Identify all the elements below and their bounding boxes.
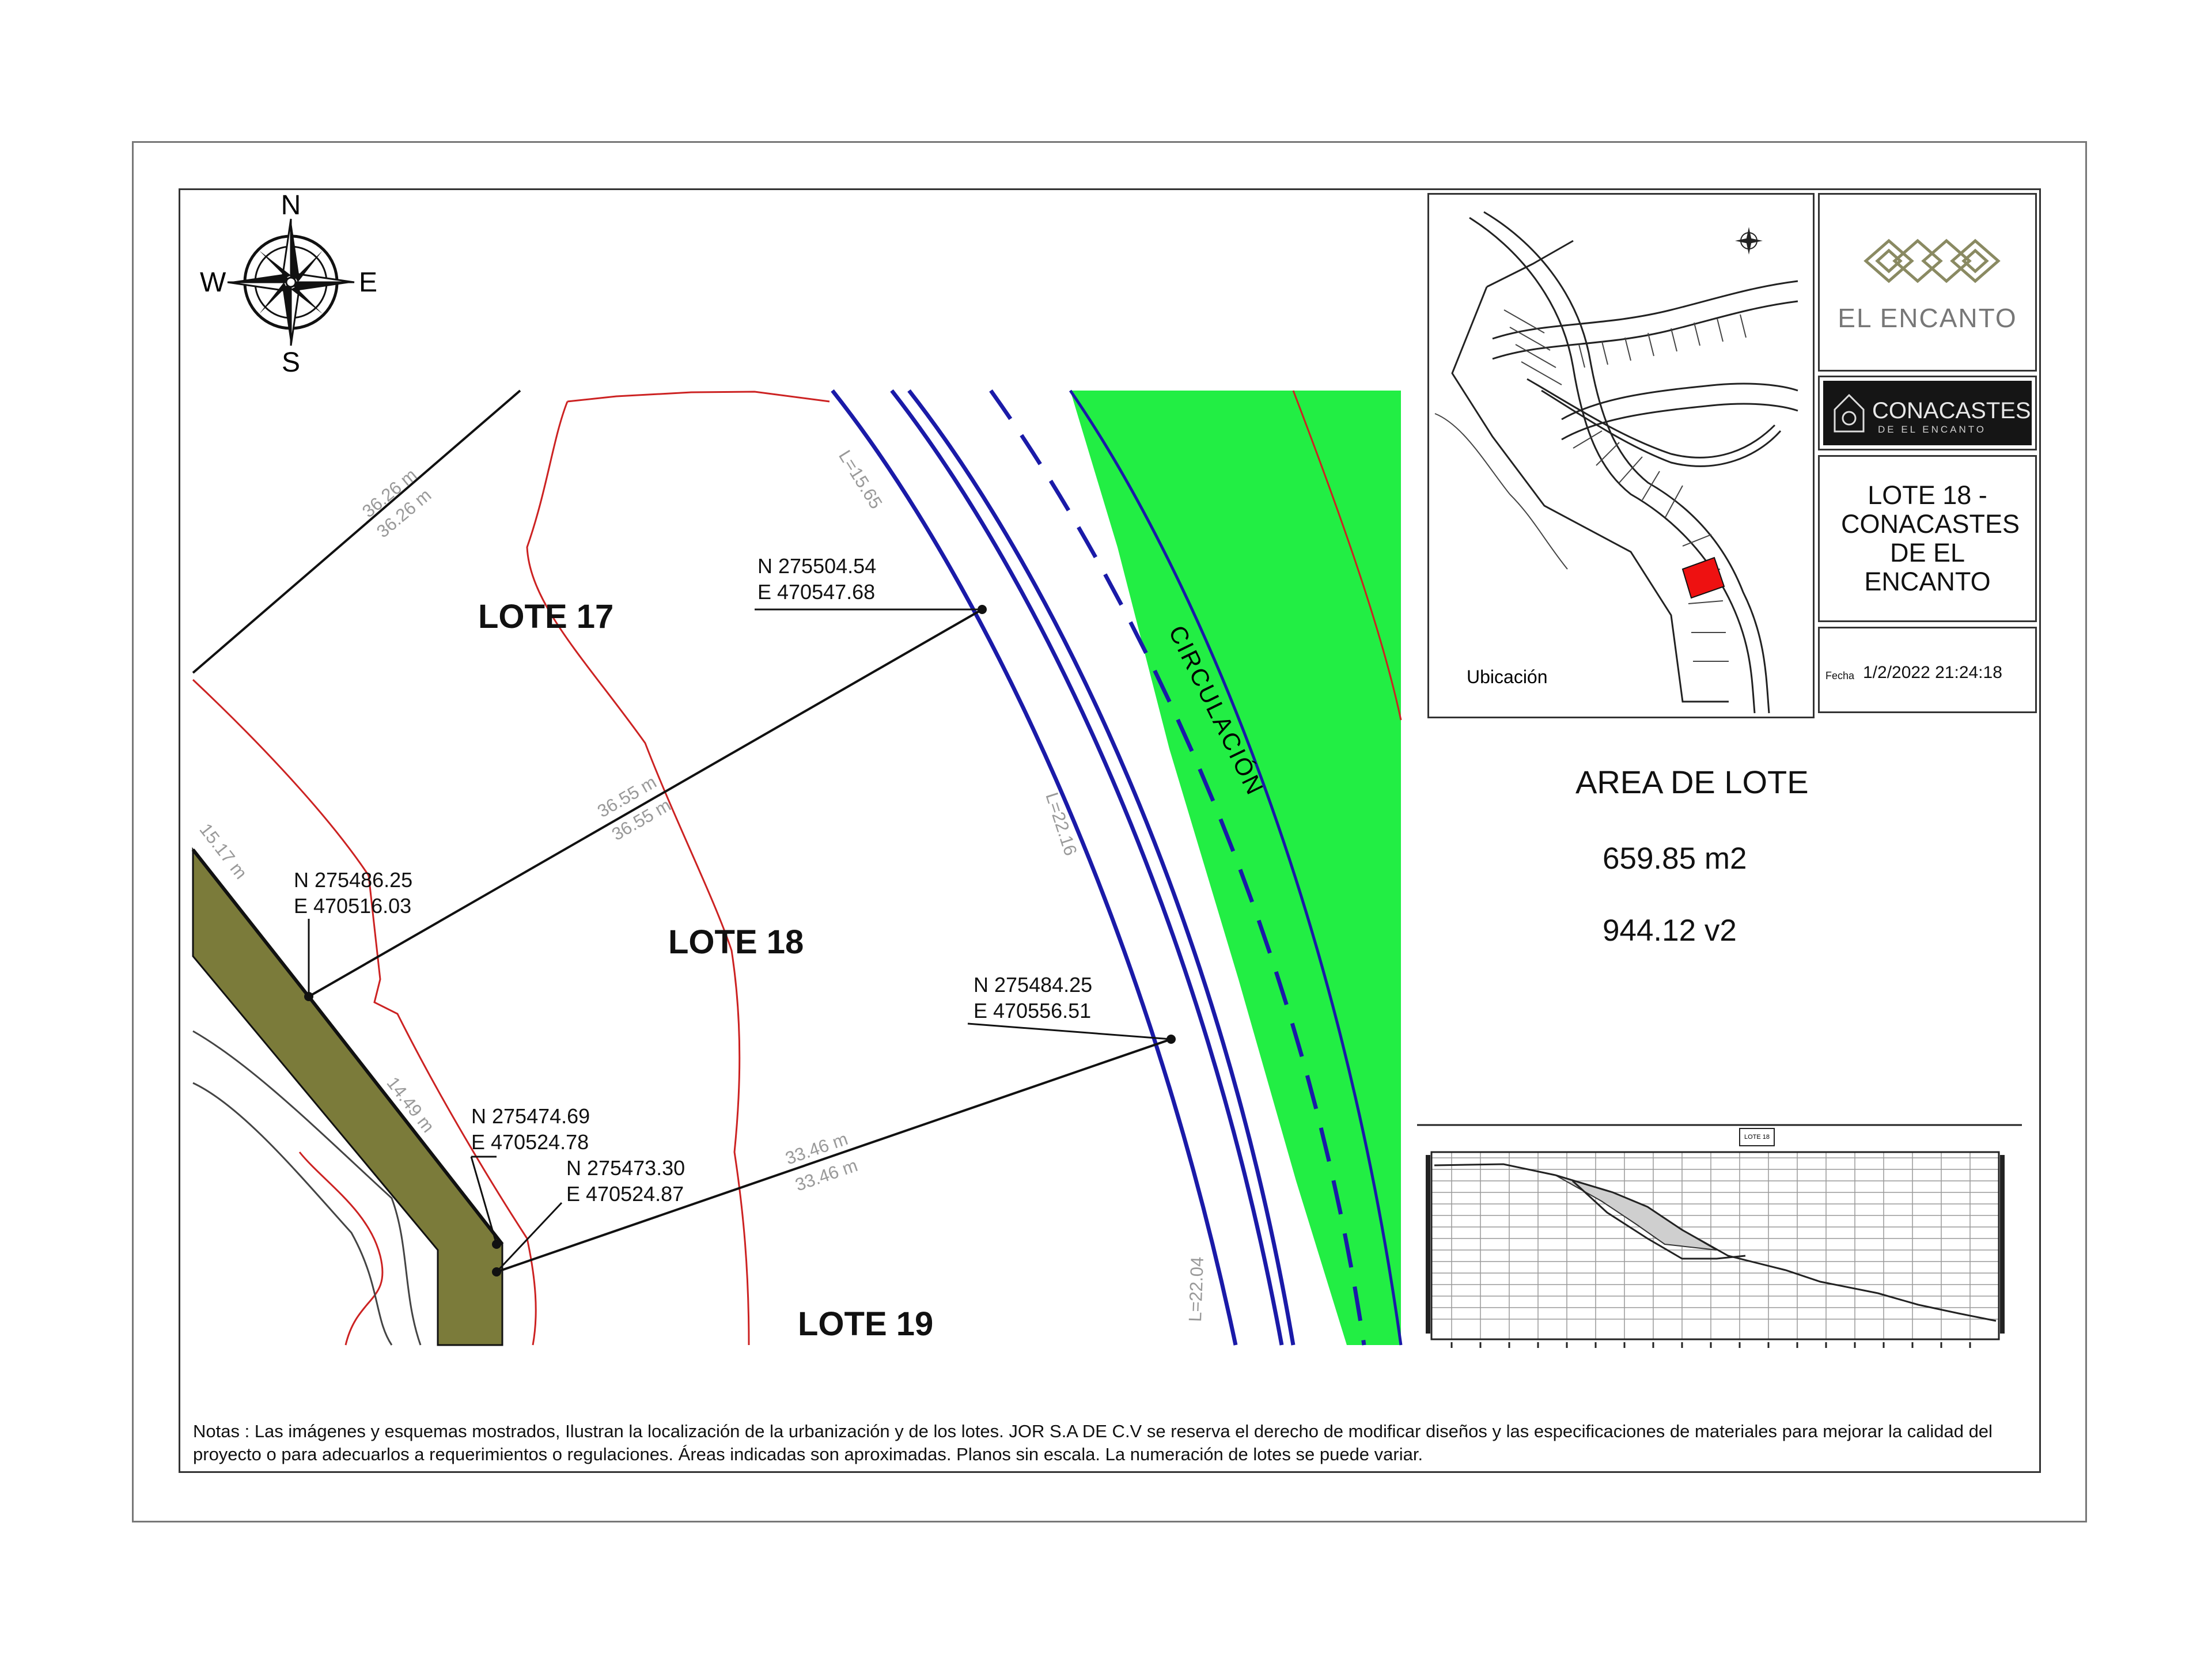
compass-e: E (359, 267, 377, 298)
road-centerline (989, 389, 1366, 1346)
arc-22-04: L=22.04 (1185, 1256, 1207, 1322)
location-label: Ubicación (1467, 666, 1548, 687)
lot-title-panel: LOTE 18 - CONACASTES DE EL ENCANTO (1818, 455, 2037, 622)
coord-1-n: N 275504.54 (757, 554, 876, 578)
coord-4-n: N 275474.69 (471, 1104, 590, 1128)
coord-2-e: E 470516.03 (294, 894, 411, 918)
area-v2: 944.12 v2 (1603, 914, 1737, 948)
area-title: AREA DE LOTE (1575, 764, 1809, 800)
plan-frame (179, 188, 2041, 1473)
contour-lines (192, 1030, 422, 1346)
point-1 (978, 605, 987, 614)
point-3 (1166, 1035, 1176, 1044)
conacastes-logo-panel: CONACASTES DE EL ENCANTO (1818, 376, 2037, 450)
outer-frame (132, 141, 2087, 1522)
road-edge-1 (831, 389, 1238, 1346)
profile-line (1434, 1163, 1997, 1322)
location-map-panel: Ubicación (1427, 193, 1815, 718)
lote-18-label: LOTE 18 (668, 923, 804, 961)
terrain-profile: LOTE 18 (1417, 1124, 2022, 1348)
point-5 (492, 1267, 501, 1277)
road-edge-3 (907, 389, 1296, 1346)
mini-north-arrow-icon (1735, 227, 1763, 255)
coord-4-e: E 470524.78 (471, 1130, 589, 1154)
compass-n: N (281, 190, 301, 221)
green-area (1070, 391, 1401, 1345)
coordinate-leaders (308, 608, 1172, 1273)
date-value: 1/2/2022 21:24:18 (1863, 663, 2002, 682)
road-edge-2 (890, 389, 1284, 1346)
lote-17-label: LOTE 17 (478, 598, 613, 635)
notes: Notas : Las imágenes y esquemas mostrado… (193, 1421, 1993, 1464)
lot-title: LOTE 18 - CONACASTES DE EL ENCANTO (1841, 480, 2020, 596)
coord-1-e: E 470547.68 (757, 580, 875, 604)
el-encanto-logo: EL ENCANTO (1838, 238, 2017, 333)
lote-19-label: LOTE 19 (798, 1305, 933, 1343)
slope-band (192, 847, 503, 1346)
terrain-lines (192, 391, 830, 1346)
date-label: Fecha (1825, 670, 1855, 681)
el-encanto-logo-panel: EL ENCANTO (1818, 193, 2037, 372)
compass-w: W (200, 267, 226, 298)
green-area-red-line (1292, 390, 1402, 721)
point-4 (492, 1240, 501, 1249)
profile-grid (1431, 1152, 1999, 1339)
area-m2: 659.85 m2 (1603, 842, 1747, 876)
el-encanto-text: EL ENCANTO (1838, 303, 2017, 333)
location-map: Ubicación (1434, 211, 1798, 714)
point-2 (304, 992, 313, 1001)
lot-boundaries (192, 389, 1172, 1273)
house-icon (1834, 393, 1865, 433)
conacastes-subtext: DE EL ENCANTO (1878, 424, 1986, 435)
conacastes-logo: CONACASTES DE EL ENCANTO (1834, 393, 2031, 435)
coordinate-points (304, 605, 1176, 1277)
coord-3-e: E 470556.51 (974, 999, 1091, 1022)
coord-2-n: N 275486.25 (294, 868, 412, 892)
conacastes-text: CONACASTES (1872, 398, 2031, 423)
highlighted-lot-18 (1681, 556, 1725, 599)
coord-5-e: E 470524.87 (566, 1182, 684, 1206)
road-edge-4 (1069, 389, 1403, 1346)
coord-3-n: N 275484.25 (974, 973, 1092, 997)
profile-title: LOTE 18 (1744, 1134, 1770, 1141)
compass-s: S (282, 347, 300, 378)
north-arrow-icon: N S E W (200, 190, 377, 378)
date-panel: Fecha 1/2/2022 21:24:18 (1818, 627, 2037, 713)
road-curves (831, 389, 1403, 1346)
coord-5-n: N 275473.30 (566, 1156, 685, 1180)
